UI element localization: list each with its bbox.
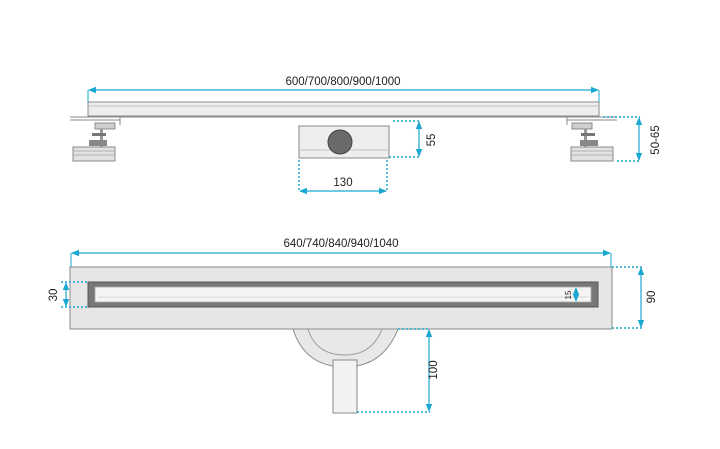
channel-depth-label: 30 bbox=[48, 289, 60, 302]
grate-width-label: 15 bbox=[564, 290, 573, 299]
bottom-dimensions: 640/740/840/940/1040 30 90 15 100 bbox=[48, 238, 658, 413]
left-leveling-foot bbox=[72, 122, 116, 162]
length-label: 600/700/800/900/1000 bbox=[285, 76, 400, 88]
outlet-width-label: 130 bbox=[333, 177, 352, 189]
frame-height-label: 90 bbox=[646, 291, 658, 304]
frame-length-label: 640/740/840/940/1040 bbox=[283, 238, 398, 250]
outlet-depth-label: 100 bbox=[428, 360, 440, 379]
grate-inner bbox=[94, 286, 592, 303]
outlet-pipe bbox=[332, 359, 358, 414]
top-view-drain bbox=[70, 101, 617, 162]
outlet-pipe-section bbox=[327, 129, 353, 155]
channel-bar bbox=[87, 101, 600, 117]
outlet-box bbox=[298, 125, 390, 159]
right-leveling-foot bbox=[570, 122, 614, 162]
bottom-view-drain bbox=[69, 266, 613, 414]
height-range-label: 50-65 bbox=[650, 125, 662, 154]
outlet-height-label: 55 bbox=[426, 134, 438, 147]
top-dimensions: 600/700/800/900/1000 50-65 55 130 bbox=[87, 76, 662, 195]
